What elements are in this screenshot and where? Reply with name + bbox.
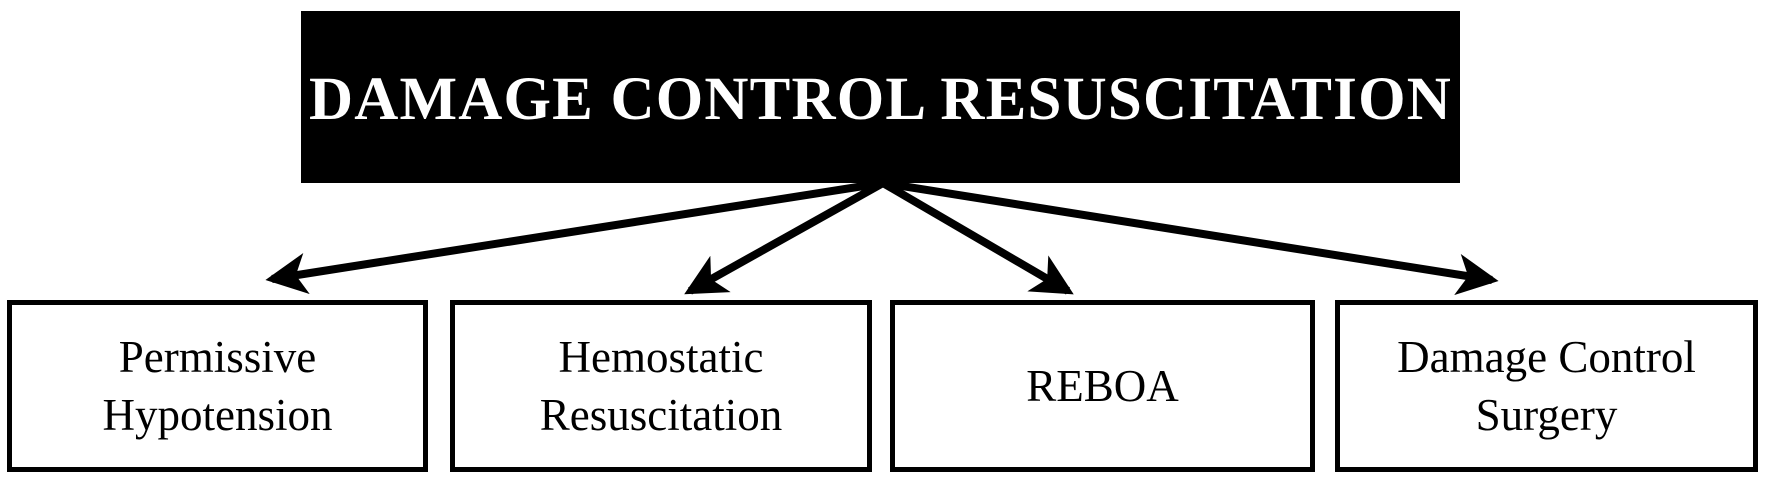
branch-label-permissive-hypotension: Permissive Hypotension (102, 331, 333, 441)
arrow-to-reboa (880, 179, 1074, 295)
branch-box-hemostatic-resuscitation: Hemostatic Resuscitation (450, 300, 872, 472)
branch-label-damage-control-surgery: Damage Control Surgery (1397, 331, 1696, 441)
branch-box-permissive-hypotension: Permissive Hypotension (7, 300, 428, 472)
branch-box-reboa: REBOA (890, 300, 1315, 472)
branch-label-reboa: REBOA (1026, 360, 1179, 411)
title-banner: DAMAGE CONTROL RESUSCITATION (301, 11, 1460, 183)
branch-box-damage-control-surgery: Damage Control Surgery (1335, 300, 1758, 472)
arrow-to-hemostatic-resuscitation (684, 179, 885, 295)
diagram-title: DAMAGE CONTROL RESUSCITATION (308, 65, 1453, 133)
arrow-to-damage-control-surgery (882, 179, 1499, 296)
branch-label-hemostatic-resuscitation: Hemostatic Resuscitation (539, 331, 783, 441)
arrow-to-permissive-hypotension (265, 179, 884, 295)
